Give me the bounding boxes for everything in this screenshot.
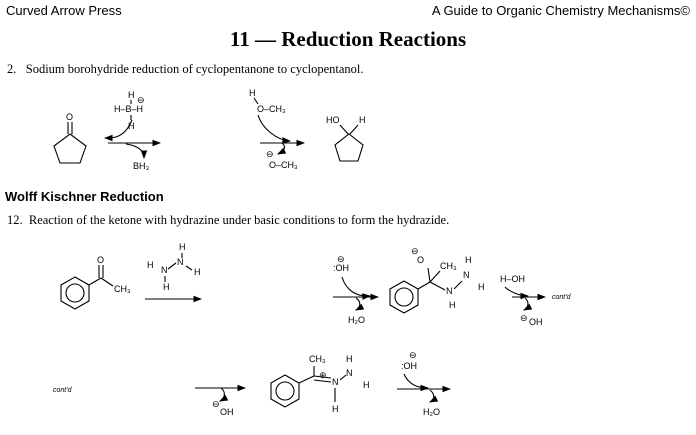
cyclopentanol-structure: HO H bbox=[326, 115, 366, 162]
svg-text:N: N bbox=[446, 286, 453, 296]
svg-text:CH₃: CH₃ bbox=[440, 261, 457, 271]
hydroxide-label: :OH bbox=[401, 361, 417, 371]
svg-text:H: H bbox=[449, 300, 456, 310]
charge-sign: ⊖ bbox=[212, 399, 220, 409]
water-label: H₂O bbox=[423, 407, 440, 417]
svg-text:O: O bbox=[97, 255, 104, 265]
ketone-oxygen: O bbox=[66, 112, 73, 122]
charge-sign: ⊖ bbox=[266, 149, 274, 159]
charge-sign: ⊖ bbox=[520, 313, 528, 323]
publisher-name: Curved Arrow Press bbox=[6, 3, 122, 18]
page-title: 11 — Reduction Reactions bbox=[229, 27, 467, 51]
acetophenone-structure: O CH₃ bbox=[60, 255, 131, 310]
step-number: 2. bbox=[7, 62, 17, 76]
charge-sign: ⊖ bbox=[337, 254, 345, 264]
curved-arrow bbox=[277, 142, 287, 155]
svg-text:HO: HO bbox=[326, 115, 340, 125]
svg-text:H–B–H: H–B–H bbox=[114, 104, 143, 114]
continued-label: cont'd bbox=[53, 387, 73, 394]
svg-text:H: H bbox=[147, 260, 154, 270]
step-text: Reaction of the ketone with hydrazine un… bbox=[28, 213, 450, 227]
svg-text:H: H bbox=[194, 267, 201, 277]
curved-arrow bbox=[523, 297, 533, 311]
svg-text:N: N bbox=[161, 265, 168, 275]
svg-text:H: H bbox=[363, 380, 370, 390]
svg-text:⊖: ⊖ bbox=[137, 95, 145, 105]
step-2-caption: 2. Sodium borohydride reduction of cyclo… bbox=[7, 62, 364, 77]
water-label: H₂O bbox=[348, 315, 365, 325]
svg-text:H: H bbox=[128, 121, 135, 131]
book-title: A Guide to Organic Chemistry Mechanisms© bbox=[431, 3, 690, 18]
svg-text:CH₃: CH₃ bbox=[309, 354, 326, 364]
curved-arrow bbox=[125, 143, 148, 160]
svg-text:N: N bbox=[346, 368, 353, 378]
curved-arrow bbox=[504, 286, 530, 300]
hydroxide-label: OH bbox=[529, 317, 543, 327]
svg-text:H: H bbox=[163, 282, 170, 292]
water-reagent: H–OH bbox=[500, 274, 525, 284]
curved-arrow bbox=[103, 119, 133, 142]
charge-sign: ⊖ bbox=[409, 350, 417, 360]
svg-text:⊕: ⊕ bbox=[319, 370, 327, 380]
hydrazine-structure: H H N N H H bbox=[147, 242, 201, 292]
svg-text:H: H bbox=[128, 90, 135, 100]
svg-text:N: N bbox=[332, 377, 339, 387]
svg-text:⊖: ⊖ bbox=[411, 246, 419, 256]
section-heading: Wolff Kischner Reduction bbox=[5, 189, 164, 204]
svg-text:H: H bbox=[359, 115, 366, 125]
methanol-structure: H O–CH₃ bbox=[249, 88, 286, 114]
curved-arrow bbox=[257, 114, 292, 144]
svg-text:N: N bbox=[463, 270, 470, 280]
svg-text:O: O bbox=[417, 255, 424, 265]
svg-text:H: H bbox=[346, 354, 353, 364]
curved-arrow bbox=[403, 373, 430, 392]
curved-arrow bbox=[429, 389, 439, 403]
tetrahedral-intermediate: O ⊖ CH₃ N H N H H bbox=[389, 246, 485, 314]
curved-arrow bbox=[219, 387, 229, 402]
svg-text:H: H bbox=[478, 282, 485, 292]
cyclopentanone-structure: O bbox=[53, 112, 87, 164]
protonated-hydrazone: CH₃ ⊕ N H N H H bbox=[270, 354, 370, 414]
curved-arrow bbox=[355, 297, 365, 311]
svg-text:H: H bbox=[179, 242, 186, 252]
hydroxide-label: OH bbox=[220, 407, 234, 417]
svg-text:O–CH₃: O–CH₃ bbox=[257, 104, 286, 114]
svg-text:CH₃: CH₃ bbox=[114, 284, 131, 294]
step-text: Sodium borohydride reduction of cyclopen… bbox=[25, 62, 364, 76]
curved-arrow bbox=[341, 276, 372, 300]
methoxide-label: O–CH₃ bbox=[269, 160, 298, 170]
step-12-caption: 12. Reaction of the ketone with hydrazin… bbox=[7, 213, 449, 228]
step-number: 12. bbox=[7, 213, 23, 227]
byproduct-label: BH₃ bbox=[133, 161, 150, 171]
svg-text:H: H bbox=[249, 88, 256, 98]
svg-text:H: H bbox=[465, 255, 472, 265]
svg-text:H: H bbox=[332, 404, 339, 414]
svg-text:N: N bbox=[177, 257, 184, 267]
continued-label: cont'd bbox=[552, 294, 572, 301]
hydroxide-label: :OH bbox=[333, 263, 349, 273]
borohydride-structure: H ⊖ H–B–H H bbox=[114, 90, 145, 131]
